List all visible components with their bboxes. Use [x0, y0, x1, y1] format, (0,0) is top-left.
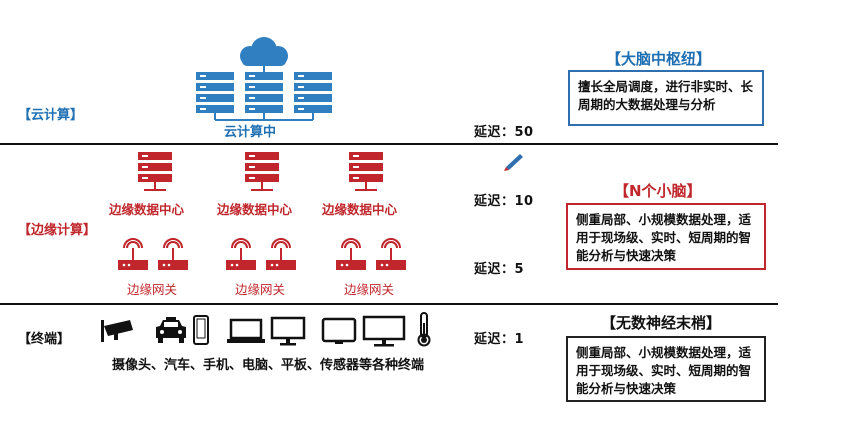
- edge-role-desc: 侧重局部、小规模数据处理，适用于现场级、实时、短周期的智能分析与快速决策: [566, 203, 766, 270]
- server-rack-icon: [138, 152, 172, 194]
- edge-datacenter-latency: 延迟：10: [474, 194, 534, 209]
- edge-gateway-label: 边缘网关: [344, 282, 395, 297]
- terminal-latency: 延迟：1: [474, 332, 525, 347]
- cloud-tier-label: 【云计算】: [18, 108, 84, 123]
- terminal-role-title: 【无数神经末梢】: [601, 314, 722, 332]
- cloud-role-title: 【大脑中枢纽】: [606, 50, 712, 68]
- server-rack-icon: [245, 152, 279, 194]
- edge-gateway-label: 边缘网关: [127, 282, 178, 297]
- terminal-devices-label: 摄像头、汽车、手机、电脑、平板、传感器等各种终端: [111, 358, 424, 373]
- pen-icon: [502, 151, 526, 171]
- divider-edge-terminal: [0, 303, 778, 305]
- thermometer-icon: [416, 311, 432, 347]
- phone-icon: [193, 315, 209, 345]
- edge-datacenter-label: 边缘数据中心: [217, 202, 293, 217]
- divider-cloud-edge: [0, 143, 778, 145]
- monitor-icon: [270, 316, 306, 346]
- terminal-role-desc: 侧重局部、小规模数据处理，适用于现场级、实时、短周期的智能分析与快速决策: [566, 336, 766, 402]
- edge-datacenter-label: 边缘数据中心: [109, 202, 185, 217]
- edge-tier-label: 【边缘计算】: [18, 223, 97, 238]
- car-icon: [154, 316, 188, 344]
- edge-gateway-label: 边缘网关: [235, 282, 286, 297]
- cloud-latency: 延迟：50: [474, 125, 534, 140]
- router-antenna-icon: [334, 238, 412, 272]
- terminal-tier-label: 【终端】: [18, 332, 71, 347]
- router-antenna-icon: [224, 238, 302, 272]
- router-antenna-icon: [116, 238, 194, 272]
- edge-role-title: 【N个小脑】: [614, 182, 702, 200]
- tablet-icon: [321, 317, 357, 345]
- camera-icon: [100, 318, 136, 344]
- cloud-center-label: 云计算中: [224, 125, 277, 140]
- cloud-role-desc: 擅长全局调度，进行非实时、长周期的大数据处理与分析: [568, 70, 764, 126]
- server-rack-icon: [349, 152, 383, 194]
- edge-gateway-latency: 延迟：5: [474, 262, 525, 277]
- edge-datacenter-label: 边缘数据中心: [322, 202, 398, 217]
- laptop-icon: [226, 318, 266, 344]
- cloud-server-icon: [194, 36, 334, 126]
- monitor-icon: [362, 315, 406, 347]
